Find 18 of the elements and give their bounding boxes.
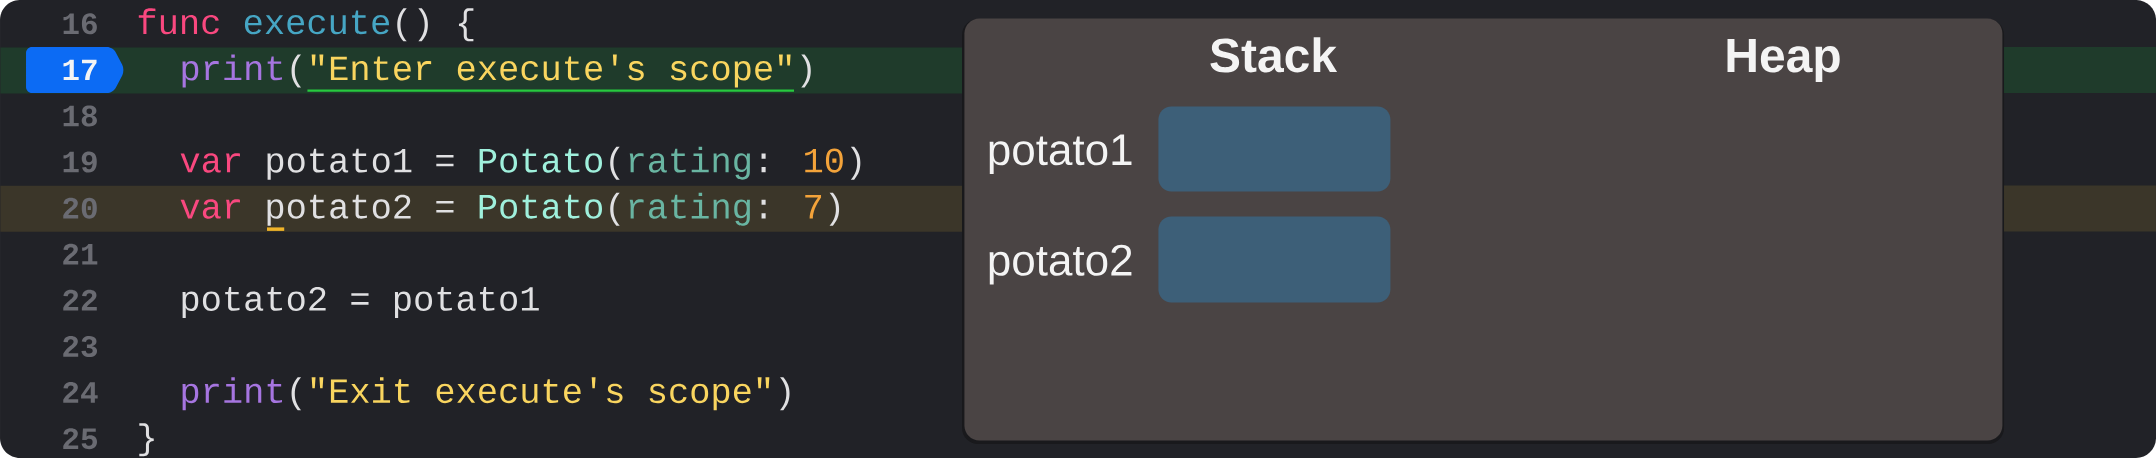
line-number: 24 [63, 382, 98, 403]
line-number: 25 [63, 428, 97, 450]
code-line: func execute() { [138, 8, 474, 42]
code-line: print("Enter execute's scope") [182, 54, 811, 88]
column-heading: Stack [1210, 37, 1338, 73]
variable-name: potato1 [989, 134, 1132, 174]
variable-name: potato2 [989, 244, 1132, 285]
line-number: 20 [63, 197, 97, 219]
code-line: } [139, 423, 154, 457]
code-line: var potato1 = Potato(rating: 10) [180, 146, 861, 180]
line-number: 19 [63, 151, 97, 173]
code-line: potato2 = potato1 [182, 286, 539, 318]
code-line: print("Exit execute's scope") [182, 377, 790, 411]
line-number: 18 [63, 105, 97, 127]
code-line: var potato2 = Potato(rating: 7) [180, 192, 840, 226]
line-number: 23 [63, 335, 98, 358]
column-heading: Heap [1727, 38, 1840, 82]
line-number: 22 [63, 289, 97, 311]
